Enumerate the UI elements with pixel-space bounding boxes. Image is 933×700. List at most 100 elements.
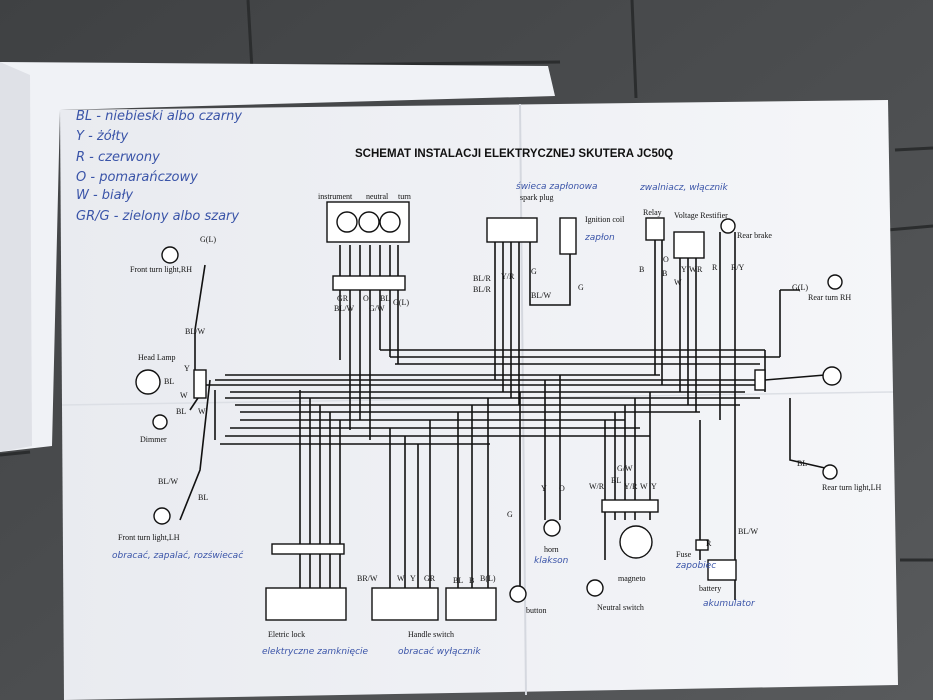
button-body (509, 585, 527, 603)
wire-label: Y/R (624, 482, 638, 491)
rear-turn-rh-bulb (827, 274, 843, 290)
horn-label: horn (544, 545, 559, 554)
wire-label: Y (541, 484, 547, 493)
legend-note: W - biały (76, 188, 133, 203)
magneto-body (619, 525, 653, 559)
ignition-coil-label: Ignition coil (585, 215, 625, 224)
wire-label: W (674, 278, 682, 287)
wire-label: BL (797, 459, 807, 468)
legend-note: BL - niebieski albo czarny (76, 109, 242, 124)
diagram-title: SCHEMAT INSTALACJI ELEKTRYCZNEJ SKUTERA … (355, 148, 673, 160)
wire-label: Y (681, 265, 687, 274)
legend-note: O - pomarańczowy (76, 170, 198, 185)
booklet-page-shadow (0, 62, 32, 452)
ignition-coil-body (559, 217, 577, 255)
neutral-lamp (358, 211, 380, 233)
wire-label: BL/W (738, 527, 758, 536)
legend-note: R - czerwony (76, 150, 160, 165)
legend-note: GR/G - zielony albo szary (76, 209, 239, 224)
wire-label: O (363, 294, 369, 303)
wire-label: GR (424, 574, 436, 583)
spark-plug-label: spark plug (520, 193, 554, 202)
legend-note: Y - żółty (76, 129, 129, 144)
instrument-lamp (336, 211, 358, 233)
handwritten-notes: świeca zapłonowa zwalniacz, włącznik zap… (112, 181, 756, 657)
wire-label: BL/W (185, 327, 205, 336)
wire-label: B (639, 265, 644, 274)
magneto-connector (601, 499, 659, 513)
note-spark-plug: świeca zapłonowa (516, 181, 598, 192)
front-turn-lh-label: Front turn light,LH (118, 533, 180, 542)
neutral-label: neutral (366, 192, 389, 201)
dimmer-label: Dimmer (140, 435, 167, 444)
booklet-back-page (0, 62, 555, 452)
electric-lock-label: Eletric lock (268, 630, 305, 639)
wire-label: W (640, 482, 648, 491)
wire-label: BL (176, 407, 186, 416)
wire-label: R (697, 265, 703, 274)
note-fuse: zapobiec (675, 561, 716, 571)
wire-label: BL (380, 294, 390, 303)
electric-lock-body (265, 587, 347, 621)
wire-label: Y (651, 482, 657, 491)
coil-connector (486, 217, 538, 243)
wire-label: G(L) (393, 298, 409, 307)
rear-turn-rh-label: Rear turn RH (808, 293, 851, 302)
rear-turn-lh-label: Rear turn light,LH (822, 483, 882, 492)
note-relay: zwalniacz, włącznik (639, 183, 729, 193)
horn-body (543, 519, 561, 537)
wire-label: O (559, 484, 565, 493)
wire-label: G(L) (200, 235, 216, 244)
wire-label: B (662, 269, 667, 278)
wire-label: R (712, 263, 718, 272)
turn-lamp (379, 211, 401, 233)
wire-label: GR (337, 294, 349, 303)
battery-label: battery (699, 584, 721, 593)
tail-lamp-bulb (822, 366, 842, 386)
handle-switch-right (445, 587, 497, 621)
note-lock: elektryczne zamknięcie (262, 647, 369, 657)
wire-label: W (397, 574, 405, 583)
relay-label: Relay (643, 208, 662, 217)
wiring-lines (179, 232, 826, 600)
rear-turn-lh-bulb (822, 464, 838, 480)
note-coil: zapłon (584, 233, 615, 243)
wire-label: R (706, 539, 712, 548)
wire-label: BL (453, 576, 463, 585)
fuse-body (695, 539, 709, 551)
wire-labels: G(L) BL/W Y BL W BL W BL/W BL GR O BL G(… (158, 235, 808, 585)
head-lamp-bulb (135, 369, 161, 395)
wire-label: R/Y (731, 263, 745, 272)
neutral-switch-body (586, 579, 604, 597)
handle-switch-left (371, 587, 439, 621)
wire-label: BR/W (357, 574, 378, 583)
wire-label: Y/R (501, 272, 515, 281)
head-lamp-label: Head Lamp (138, 353, 176, 362)
wire-label: BL/W (158, 477, 178, 486)
note-handle: obracać wyłącznik (398, 646, 481, 657)
battery-body (707, 559, 737, 581)
wire-label: BL/R (473, 285, 491, 294)
instrument-connector (332, 275, 406, 291)
wire-label: O (663, 255, 669, 264)
wire-label: B (469, 576, 474, 585)
wire-label: Y (410, 574, 416, 583)
wire-label: W (180, 391, 188, 400)
head-lamp-connector (193, 369, 207, 399)
color-legend: BL - niebieski albo czarny Y - żółty R -… (76, 109, 242, 224)
lamps (135, 246, 843, 525)
instrument-label: instrument (318, 192, 353, 201)
wire-label: BL (611, 476, 621, 485)
button-label: button (526, 606, 546, 615)
wire-label: G/W (369, 304, 385, 313)
note-front-turn-lh: obracać, zapalać, rozświecać (112, 550, 244, 561)
wire-label: BL/W (334, 304, 354, 313)
main-connector-right (754, 369, 766, 391)
handle-switch-label: Handle switch (408, 630, 454, 639)
wire-label: G (578, 283, 584, 292)
wire-label: BL/W (531, 291, 551, 300)
front-turn-lh-bulb (153, 507, 171, 525)
component-labels: instrument neutral turn spark plug Ignit… (118, 192, 882, 639)
wire-label: BL (198, 493, 208, 502)
wire-label: G (507, 510, 513, 519)
